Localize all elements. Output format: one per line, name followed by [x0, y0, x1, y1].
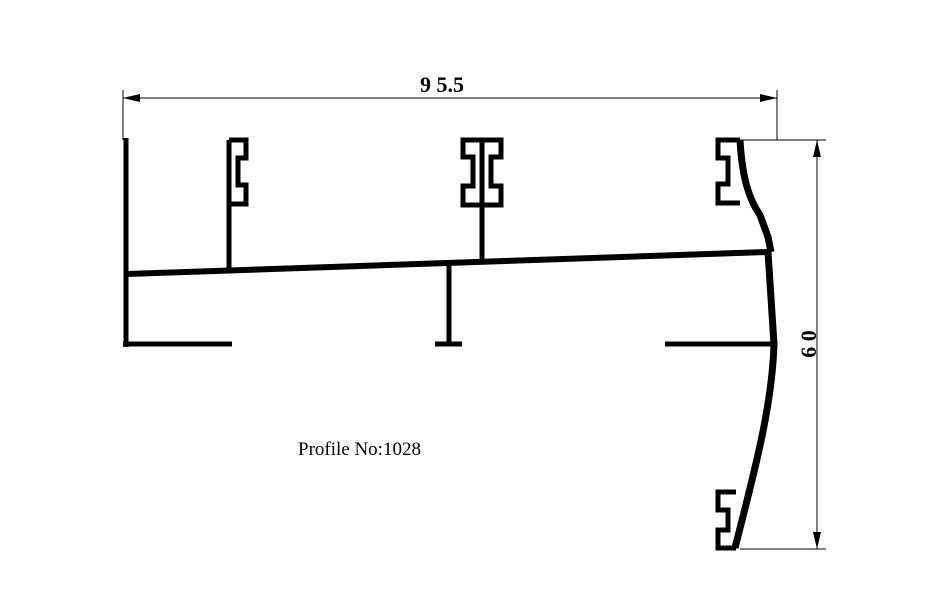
height-arrow-top [813, 140, 821, 157]
center-rib-head-right [482, 137, 504, 208]
height-dimension-label: 6 0 [796, 330, 821, 358]
profile-outline [123, 137, 778, 551]
width-dimension-label: 9 5.5 [420, 72, 464, 97]
height-arrow-bottom [813, 532, 821, 549]
right-outer-curve [731, 251, 778, 549]
width-arrow-right [760, 94, 777, 102]
sloped-web [125, 249, 769, 277]
right-upper-curve [736, 139, 775, 253]
profile-number-label: Profile No:1028 [298, 439, 421, 460]
width-arrow-left [123, 94, 140, 102]
right-upper-slot [715, 137, 740, 206]
center-rib-head-left [460, 137, 482, 208]
left-rib-slot [229, 137, 249, 207]
width-dimension: 9 5.5 [122, 72, 778, 140]
height-dimension: 6 0 [740, 139, 826, 550]
right-bottom-slot [715, 489, 736, 551]
